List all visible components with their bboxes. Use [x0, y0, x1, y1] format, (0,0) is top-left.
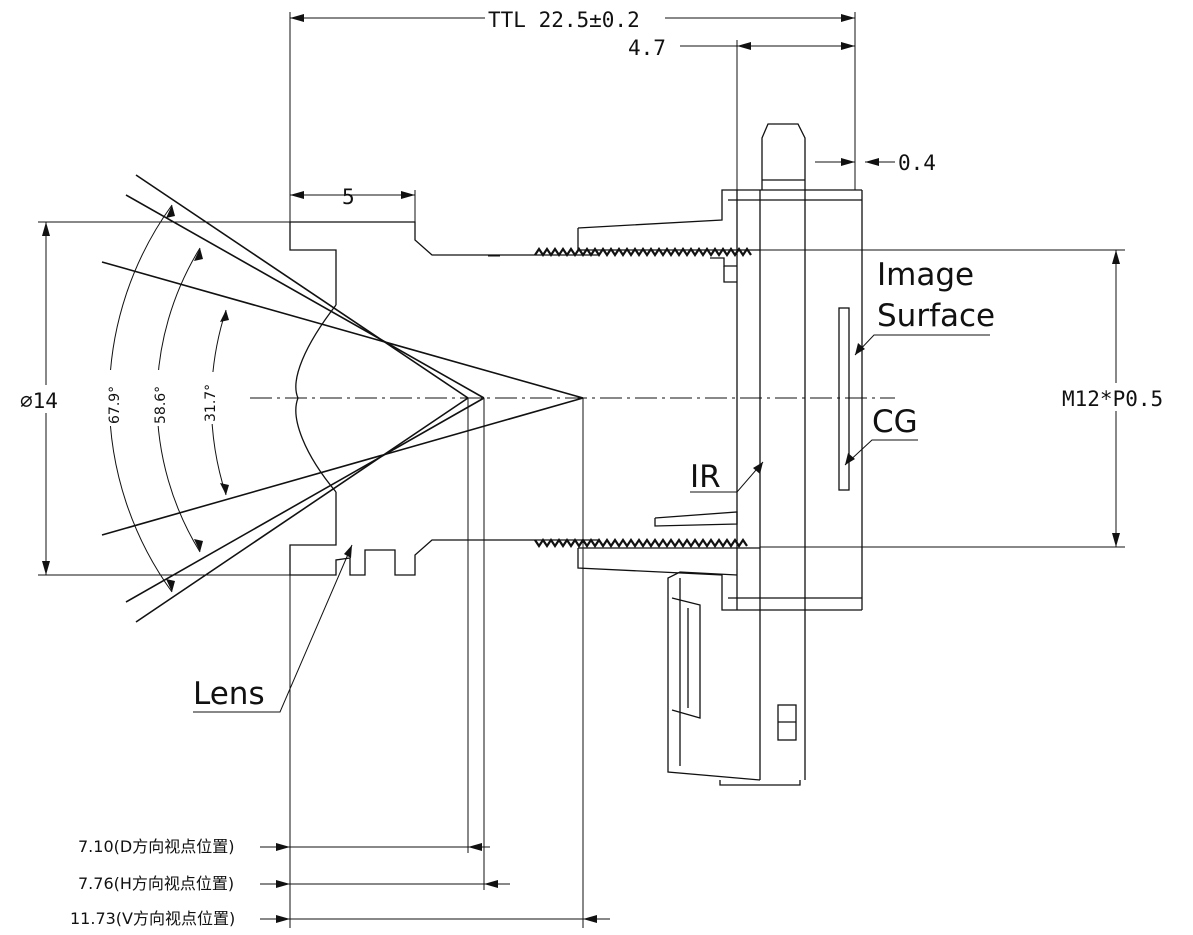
image-surface-callout: Image Surface	[854, 257, 995, 356]
diameter-dimension: ∅14	[18, 221, 290, 576]
cover-glass-gap-dimension: 0.4	[815, 151, 936, 175]
front-length-label: 5	[342, 185, 355, 209]
viewpoint-h-label: 7.76(H方向视点位置)	[78, 874, 234, 893]
cover-glass-gap-label: 0.4	[898, 151, 936, 175]
angle-h-label: 58.6°	[153, 386, 169, 424]
angle-arcs: 67.9° 58.6° 31.7°	[104, 204, 229, 593]
cover-glass	[838, 307, 850, 491]
viewpoint-v-label: 11.73(V方向视点位置)	[70, 909, 235, 928]
angle-v-label: 31.7°	[203, 384, 219, 422]
image-surface-label-line2: Surface	[877, 298, 995, 334]
ttl-label: TTL 22.5±0.2	[488, 8, 640, 32]
viewpoint-d-label: 7.10(D方向视点位置)	[78, 837, 234, 856]
thread-dimension: M12*P0.5	[760, 249, 1178, 548]
image-surface-label-line1: Image	[877, 257, 974, 293]
lens-callout: Lens	[193, 544, 353, 713]
thread-label: M12*P0.5	[1062, 387, 1163, 411]
cg-label: CG	[872, 404, 918, 440]
ttl-dimension: TTL 22.5±0.2	[289, 4, 856, 250]
viewpoint-dimensions: 7.10(D方向视点位置) 7.76(H方向视点位置) 11.73(V方向视点位…	[70, 398, 610, 928]
cg-callout: CG	[844, 404, 918, 466]
ir-callout: IR	[690, 459, 764, 495]
back-length-label: 4.7	[628, 36, 666, 60]
diameter-label: ∅14	[20, 389, 58, 413]
sensor-holder	[667, 123, 863, 786]
lens-label: Lens	[193, 676, 265, 712]
optical-rays	[101, 174, 584, 623]
ir-label: IR	[690, 459, 721, 495]
lens-barrel-front	[289, 221, 600, 576]
front-length-dimension: 5	[290, 185, 416, 225]
angle-d-label: 67.9°	[107, 386, 123, 424]
back-length-dimension: 4.7	[628, 36, 855, 190]
